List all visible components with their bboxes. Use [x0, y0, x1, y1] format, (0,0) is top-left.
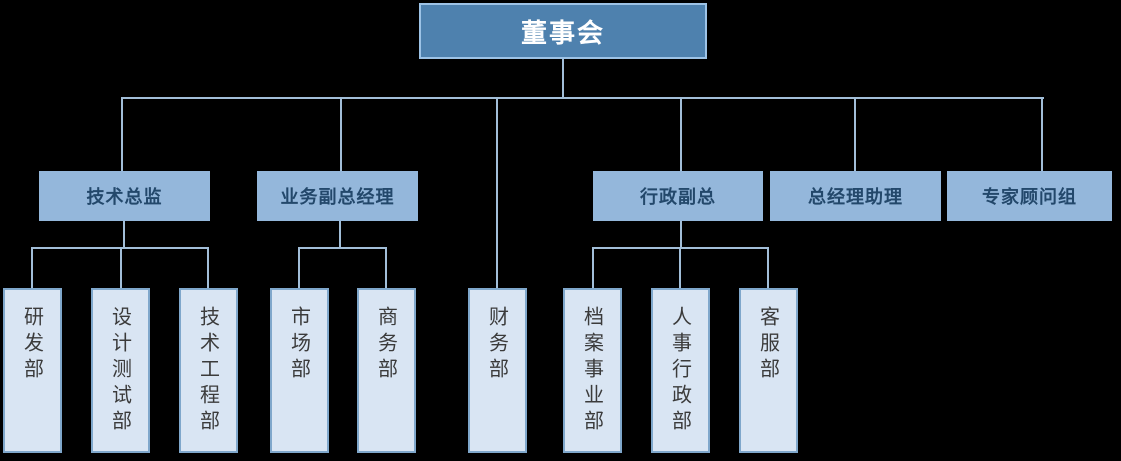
org-node-rd-dept[interactable]: 研发部 [3, 288, 62, 453]
org-node-marketing-dept[interactable]: 市场部 [270, 288, 329, 453]
org-node-label: 总经理助理 [808, 187, 903, 208]
org-node-label: 研发部 [20, 306, 45, 384]
connector-root-stub [562, 59, 564, 99]
org-node-expert-advisory-group[interactable]: 专家顾问组 [947, 171, 1112, 221]
connector-drop-tech-engineering-dept [207, 249, 209, 288]
connector-tech-stub [123, 221, 125, 249]
org-node-label: 业务副总经理 [280, 187, 395, 208]
connector-drop-hr-admin-dept [679, 249, 681, 288]
org-node-board-of-directors[interactable]: 董事会 [419, 3, 707, 59]
org-node-label: 商务部 [374, 306, 399, 384]
org-node-finance-dept[interactable]: 财务部 [468, 288, 527, 453]
org-node-commerce-dept[interactable]: 商务部 [357, 288, 416, 453]
org-node-label: 技术总监 [86, 187, 163, 208]
connector-drop-business-deputy [340, 99, 342, 171]
connector-drop-gm-assistant [854, 99, 856, 171]
connector-drop-finance-dept [496, 99, 498, 288]
org-node-customer-service-dept[interactable]: 客服部 [739, 288, 798, 453]
org-node-business-deputy-gm[interactable]: 业务副总经理 [257, 171, 418, 221]
org-node-label: 档案事业部 [580, 306, 605, 436]
org-node-archive-division[interactable]: 档案事业部 [563, 288, 622, 453]
connector-drop-customer-service-dept [767, 249, 769, 288]
connector-drop-tech-director [121, 99, 123, 171]
connector-drop-archive-dept [592, 249, 594, 288]
org-node-label: 市场部 [287, 306, 312, 384]
org-node-hr-admin-dept[interactable]: 人事行政部 [651, 288, 710, 453]
org-node-label: 董事会 [520, 18, 605, 49]
org-node-design-test-dept[interactable]: 设计测试部 [91, 288, 150, 453]
connector-level1-horizontal [121, 97, 1044, 99]
org-node-label: 技术工程部 [196, 306, 221, 436]
connector-drop-design-test-dept [120, 249, 122, 288]
org-node-label: 客服部 [756, 306, 781, 384]
org-node-gm-assistant[interactable]: 总经理助理 [770, 171, 941, 221]
connector-tech-horizontal [31, 247, 209, 249]
org-node-label: 设计测试部 [108, 306, 133, 436]
connector-business-horizontal [298, 247, 387, 249]
org-node-label: 财务部 [485, 306, 510, 384]
org-node-tech-engineering-dept[interactable]: 技术工程部 [179, 288, 238, 453]
connector-admin-horizontal [592, 247, 769, 249]
org-node-admin-deputy[interactable]: 行政副总 [593, 171, 763, 221]
org-node-tech-director[interactable]: 技术总监 [39, 171, 210, 221]
connector-business-stub [339, 221, 341, 249]
org-node-label: 人事行政部 [668, 306, 693, 436]
connector-drop-commerce-dept [385, 249, 387, 288]
connector-drop-rd-dept [31, 249, 33, 288]
connector-drop-admin-deputy [680, 99, 682, 171]
org-node-label: 行政副总 [640, 187, 716, 208]
connector-admin-stub [680, 221, 682, 249]
connector-drop-marketing-dept [298, 249, 300, 288]
connector-drop-expert-group [1041, 99, 1043, 171]
org-node-label: 专家顾问组 [982, 187, 1077, 208]
